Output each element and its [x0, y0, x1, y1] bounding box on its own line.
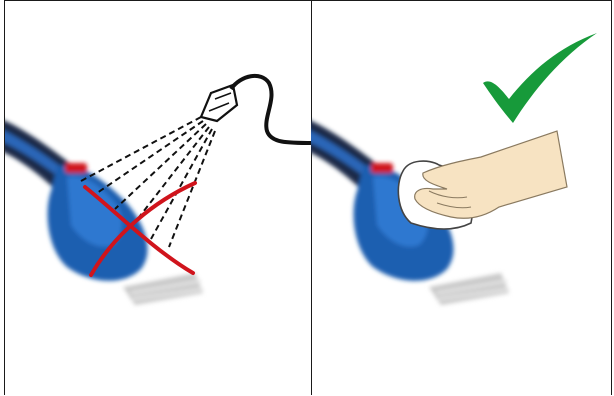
right-illustration [311, 1, 612, 396]
green-check-icon [483, 33, 597, 123]
hand-with-cloth-icon [398, 131, 567, 229]
shrub-shear-tool [5, 119, 203, 305]
hose-nozzle-icon [201, 76, 313, 143]
panel-do-not-spray [4, 0, 312, 395]
panel-wipe-clean [311, 0, 612, 395]
left-illustration [5, 1, 313, 396]
